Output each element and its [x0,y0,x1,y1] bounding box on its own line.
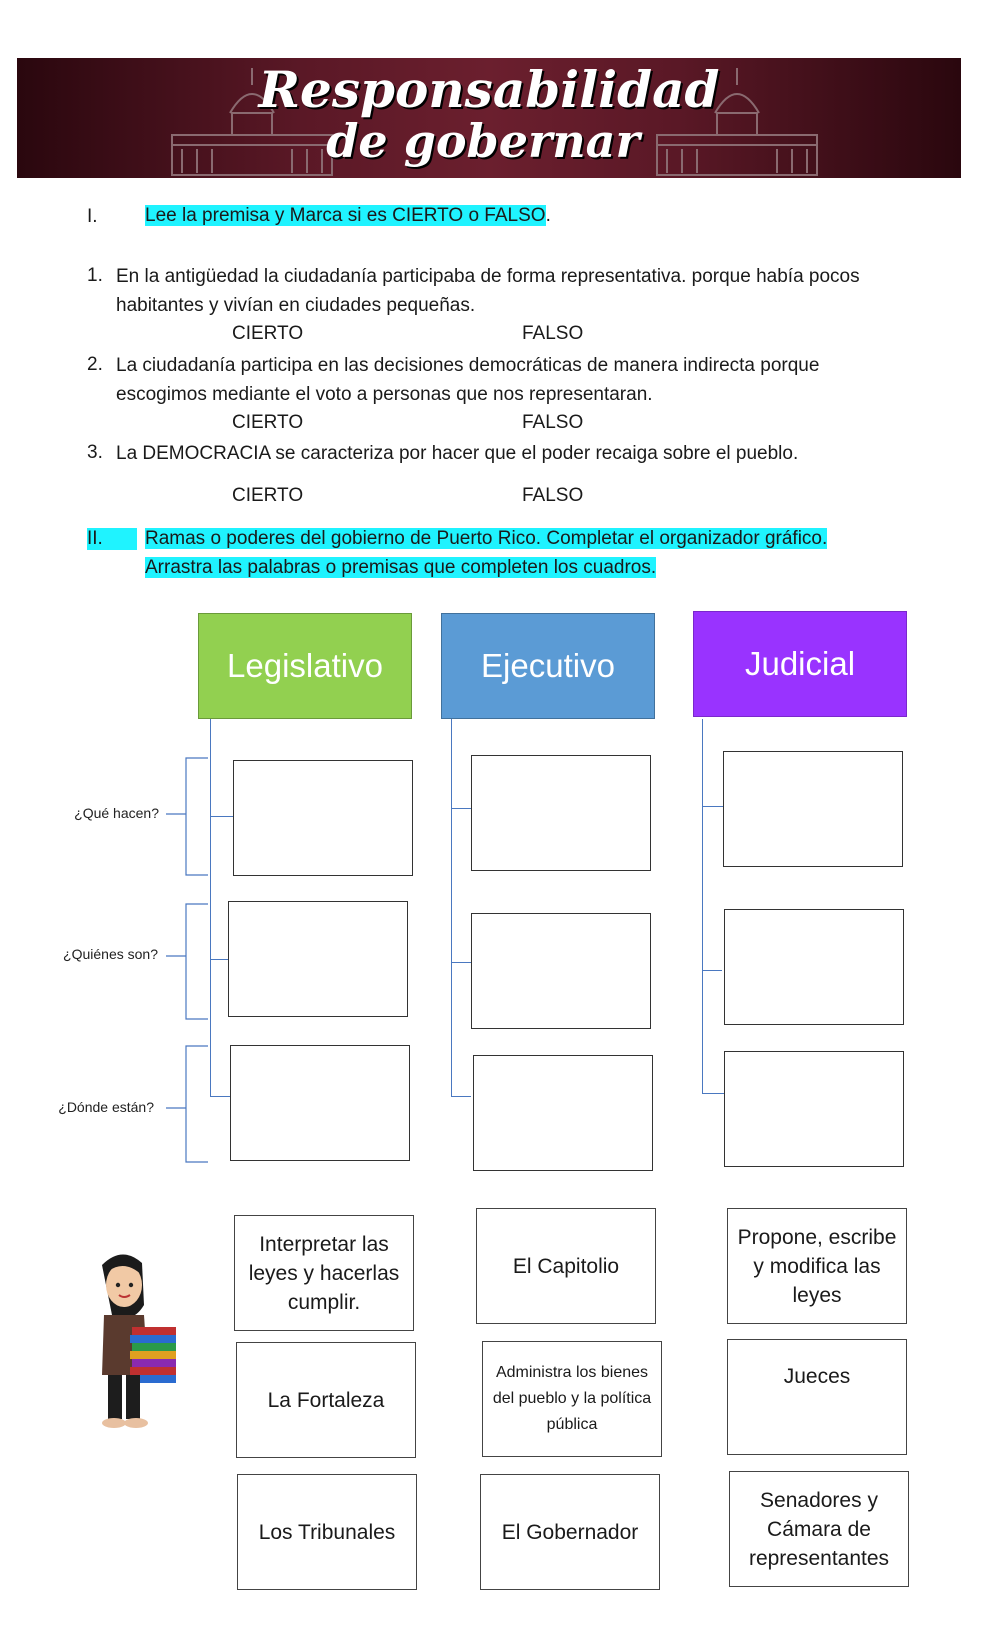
section1-instruction: Lee la premisa y Marca si es CIERTO o FA… [145,204,551,228]
row-label-que-hacen: ¿Qué hacen? [74,805,159,821]
question-1-line1: En la antigüedad la ciudadanía participa… [116,266,860,287]
row-label-quienes-son: ¿Quiénes son? [63,946,158,962]
section2-numeral: II. [87,528,137,550]
avatar-with-books-icon [102,1254,176,1428]
section2-line1-text: Ramas o poderes del gobierno de Puerto R… [145,528,828,549]
card-el-gobernador[interactable]: El Gobernador [480,1474,660,1590]
connector-tick [451,1096,471,1097]
card-administra-bienes[interactable]: Administra los bienes del pueblo y la po… [482,1341,662,1457]
question-3-number: 3. [87,442,103,463]
row-braces [166,757,208,1163]
connector-tick [451,962,471,963]
banner-title-line1: Responsabilidad [258,60,720,119]
card-los-tribunales[interactable]: Los Tribunales [237,1474,417,1590]
drop-judicial-que-hacen[interactable] [723,751,903,867]
question-2-falso[interactable]: FALSO [522,412,584,433]
drop-legislativo-que-hacen[interactable] [233,760,413,876]
question-3-cierto[interactable]: CIERTO [232,485,304,506]
legislativo-connector [210,719,211,1096]
question-3-line1: La DEMOCRACIA se caracteriza por hacer q… [116,443,799,464]
connector-tick [210,816,233,817]
section1-instruction-period: . [545,205,551,226]
connector-tick [451,808,474,809]
card-jueces[interactable]: Jueces [727,1339,907,1455]
section2-line2-text: Arrastra las palabras o premisas que com… [145,557,657,578]
section1-instruction-text: Lee la premisa y Marca si es CIERTO o FA… [145,205,546,226]
card-la-fortaleza[interactable]: La Fortaleza [236,1342,416,1458]
connector-tick [702,806,724,807]
connector-tick [702,1093,724,1094]
connector-tick [702,970,722,971]
banner-title-line2: de gobernar [326,114,640,168]
judicial-connector [702,719,703,1093]
title-banner: Responsabilidad de gobernar [17,58,961,178]
drop-legislativo-quienes-son[interactable] [228,901,408,1017]
question-2-number: 2. [87,354,103,375]
row-label-donde-estan: ¿Dónde están? [58,1099,154,1115]
capitol-left-icon [171,68,333,176]
question-2-line2: escogimos mediante el voto a personas qu… [116,384,653,405]
drop-ejecutivo-quienes-son[interactable] [471,913,651,1029]
section2-line1: Ramas o poderes del gobierno de Puerto R… [145,527,828,551]
card-senadores-camara[interactable]: Senadores y Cámara de representantes [729,1471,909,1587]
branch-legislativo-header: Legislativo [198,613,412,719]
section1-numeral: I. [87,206,98,227]
card-propone-escribe-leyes[interactable]: Propone, escribe y modifica las leyes [727,1208,907,1324]
question-1-line2: habitantes y vivían en ciudades pequeñas… [116,295,476,316]
drop-judicial-quienes-son[interactable] [724,909,904,1025]
question-1-cierto[interactable]: CIERTO [232,323,304,344]
connector-tick [210,959,228,960]
question-1-falso[interactable]: FALSO [522,323,584,344]
question-2-line1: La ciudadanía participa en las decisione… [116,355,820,376]
connector-tick [210,1096,230,1097]
capitol-right-icon [656,68,818,176]
section2-line2: Arrastra las palabras o premisas que com… [145,556,657,580]
drop-judicial-donde-estan[interactable] [724,1051,904,1167]
branch-ejecutivo-header: Ejecutivo [441,613,655,719]
question-1-number: 1. [87,265,103,286]
card-el-capitolio[interactable]: El Capitolio [476,1208,656,1324]
drop-ejecutivo-que-hacen[interactable] [471,755,651,871]
question-3-falso[interactable]: FALSO [522,485,584,506]
branch-judicial-header: Judicial [693,611,907,717]
ejecutivo-connector [451,719,452,1096]
question-2-cierto[interactable]: CIERTO [232,412,304,433]
drop-legislativo-donde-estan[interactable] [230,1045,410,1161]
card-interpretar-leyes[interactable]: Interpretar las leyes y hacerlas cumplir… [234,1215,414,1331]
drop-ejecutivo-donde-estan[interactable] [473,1055,653,1171]
